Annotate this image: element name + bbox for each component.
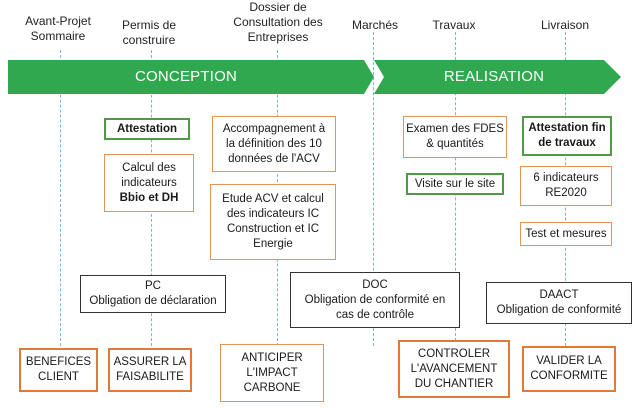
phase-line: Livraison [540,18,590,32]
accompagnement-line: données de l'ACV [228,152,320,165]
phase-permis: Permis de construire [100,18,198,48]
realisation-band [374,60,621,94]
calcul-line: Calcul des [122,161,176,174]
anticiper-line: CARBONE [243,381,301,394]
daact-line: Obligation de conformité [496,304,622,316]
doc-line: cas de contrôle [335,308,414,321]
visite-site-box: Visite sur le site [406,173,504,195]
examen-line: Examen des FDES [406,123,504,135]
timeline-line-marches [373,32,374,346]
phase-line: Consultation des [233,15,323,29]
valider-conformite-box: VALIDER LA CONFORMITE [522,346,616,392]
daact-box: DAACT Obligation de conformité [486,282,632,324]
pc-line: PC [145,280,161,292]
phase-band-arrow [8,60,621,94]
attestation-fin-line: Attestation fin [528,122,606,134]
attestation-box: Attestation [104,118,190,140]
phase-line: Marchés [351,18,398,32]
valider-line: CONFORMITE [530,370,608,382]
controler-line: DU CHANTIER [414,377,494,390]
visite-text: Visite sur le site [414,177,496,190]
assurer-line: FAISABILITE [116,371,184,383]
phase-line: construire [122,33,176,47]
assurer-line: ASSURER LA [113,356,187,368]
indicateurs-re2020-box: 6 indicateurs RE2020 [520,166,612,206]
indicateurs-line: 6 indicateurs [533,172,599,184]
realisation-label: REALISATION [443,68,545,85]
indicateurs-line: RE2020 [545,187,587,199]
etude-line: Etude ACV et calcul [222,193,324,205]
accompagnement-box: Accompagnement à la définition des 10 do… [212,116,336,172]
attestation-text: Attestation [116,122,178,135]
timeline-line-avant-projet [60,50,61,346]
phase-line: Travaux [432,18,476,32]
controler-line: CONTROLER [417,347,491,360]
valider-line: VALIDER LA [536,355,602,367]
phase-dce: Dossier de Consultation des Entreprises [214,0,342,45]
anticiper-line: L'IMPACT [246,366,298,379]
doc-box: DOC Obligation de conformité en cas de c… [290,272,460,328]
phase-line: Sommaire [30,29,86,43]
calcul-line: indicateurs [121,176,177,189]
phase-livraison: Livraison [525,18,605,33]
conception-band [8,60,374,94]
benefices-line: CLIENT [38,371,79,383]
etude-acv-box: Etude ACV et calcul des indicateurs IC C… [210,184,336,260]
phase-travaux: Travaux [414,18,494,33]
doc-line: DOC [362,278,388,291]
attestation-fin-box: Attestation fin de travaux [522,116,612,156]
phase-line: Dossier de [249,0,307,14]
attestation-fin-line: de travaux [538,137,596,149]
phase-line: Avant-Projet [25,14,91,28]
phase-marches: Marchés [335,18,415,33]
pc-box: PC Obligation de déclaration [80,275,226,313]
calcul-indicateurs-box: Calcul des indicateurs Bbio et DH [104,154,194,212]
calcul-line: Bbio et DH [119,191,179,204]
test-mesures-box: Test et mesures [520,222,612,246]
etude-line: Construction et IC [226,223,320,235]
accompagnement-line: la définition des 10 [226,137,322,150]
benefices-line: BENEFICES [25,356,92,368]
benefices-client-box: BENEFICES CLIENT [19,348,98,392]
etude-line: des indicateurs IC [226,208,320,220]
conception-label: CONCEPTION [134,68,237,85]
test-text: Test et mesures [525,227,607,240]
phase-line: Entreprises [247,30,309,44]
doc-line: Obligation de conformité en [304,293,446,306]
phase-avant-projet: Avant-Projet Sommaire [8,14,108,44]
etude-line: Energie [253,238,293,250]
controler-line: L'AVANCEMENT [410,362,498,375]
pc-line: Obligation de déclaration [89,295,217,307]
anticiper-line: ANTICIPER [241,351,303,364]
phase-line: Permis de [121,18,177,32]
anticiper-impact-box: ANTICIPER L'IMPACT CARBONE [220,344,324,402]
examen-line: & quantités [426,138,484,150]
assurer-faisabilite-box: ASSURER LA FAISABILITE [108,348,192,392]
controler-avancement-box: CONTROLER L'AVANCEMENT DU CHANTIER [398,340,510,398]
daact-line: DAACT [539,289,579,301]
accompagnement-line: Accompagnement à [222,122,326,135]
examen-fdes-box: Examen des FDES & quantités [403,116,507,158]
